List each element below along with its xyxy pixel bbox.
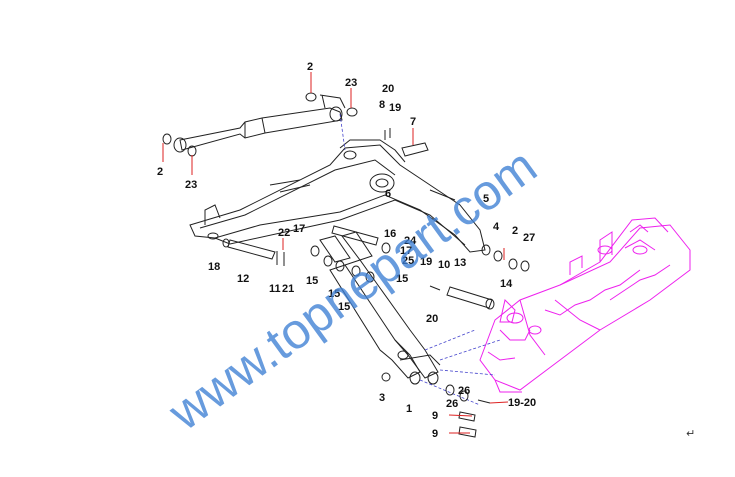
label-8: 8 — [379, 99, 385, 111]
label-17-a: 17 — [293, 223, 305, 235]
lower-cylinders-drawing — [319, 231, 501, 406]
label-2-c: 2 — [512, 225, 518, 237]
label-11: 11 — [269, 283, 281, 295]
label-26-b: 26 — [446, 398, 458, 410]
label-5: 5 — [483, 193, 489, 205]
label-15-a: 15 — [306, 275, 318, 287]
label-9-b: 9 — [432, 428, 438, 440]
watermark-text: www.topnepart.com — [158, 138, 547, 442]
label-12: 12 — [237, 273, 249, 285]
label-4: 4 — [493, 221, 500, 233]
label-19-20: 19-20 — [508, 397, 536, 409]
pins-and-bushings-drawing — [162, 72, 530, 438]
label-10: 10 — [438, 259, 450, 271]
label-7: 7 — [410, 116, 416, 128]
boom-drawing — [189, 139, 486, 253]
label-21: 21 — [282, 283, 294, 295]
upper-frame-drawing — [479, 217, 691, 393]
label-13: 13 — [454, 257, 466, 269]
label-22: 22 — [278, 227, 290, 239]
label-24: 24 — [404, 235, 417, 247]
label-26-a: 26 — [458, 385, 470, 397]
part-number-labels: 2 23 2 23 20 8 19 7 6 5 4 2 27 14 17 22 … — [157, 61, 536, 440]
label-16: 16 — [384, 228, 396, 240]
label-15-b: 15 — [328, 288, 340, 300]
label-1: 1 — [406, 403, 412, 415]
label-6: 6 — [385, 188, 391, 200]
label-9-a: 9 — [432, 410, 438, 422]
label-2-b: 2 — [157, 166, 163, 178]
label-2-a: 2 — [307, 61, 313, 73]
return-mark: ↵ — [686, 427, 695, 440]
upper-cylinder-drawing — [173, 94, 346, 153]
label-15-c: 15 — [338, 301, 350, 313]
label-23-a: 23 — [345, 77, 357, 89]
label-19-a: 19 — [389, 102, 401, 114]
label-25: 25 — [402, 255, 414, 267]
label-3: 3 — [379, 392, 385, 404]
label-20-b: 20 — [426, 313, 438, 325]
label-17-b: 17 — [400, 245, 412, 257]
label-19-b: 19 — [420, 256, 432, 268]
label-27: 27 — [523, 232, 535, 244]
label-23-b: 23 — [185, 179, 197, 191]
label-15-d: 15 — [396, 273, 408, 285]
label-18: 18 — [208, 261, 220, 273]
label-20-a: 20 — [382, 83, 394, 95]
label-14: 14 — [500, 278, 513, 290]
